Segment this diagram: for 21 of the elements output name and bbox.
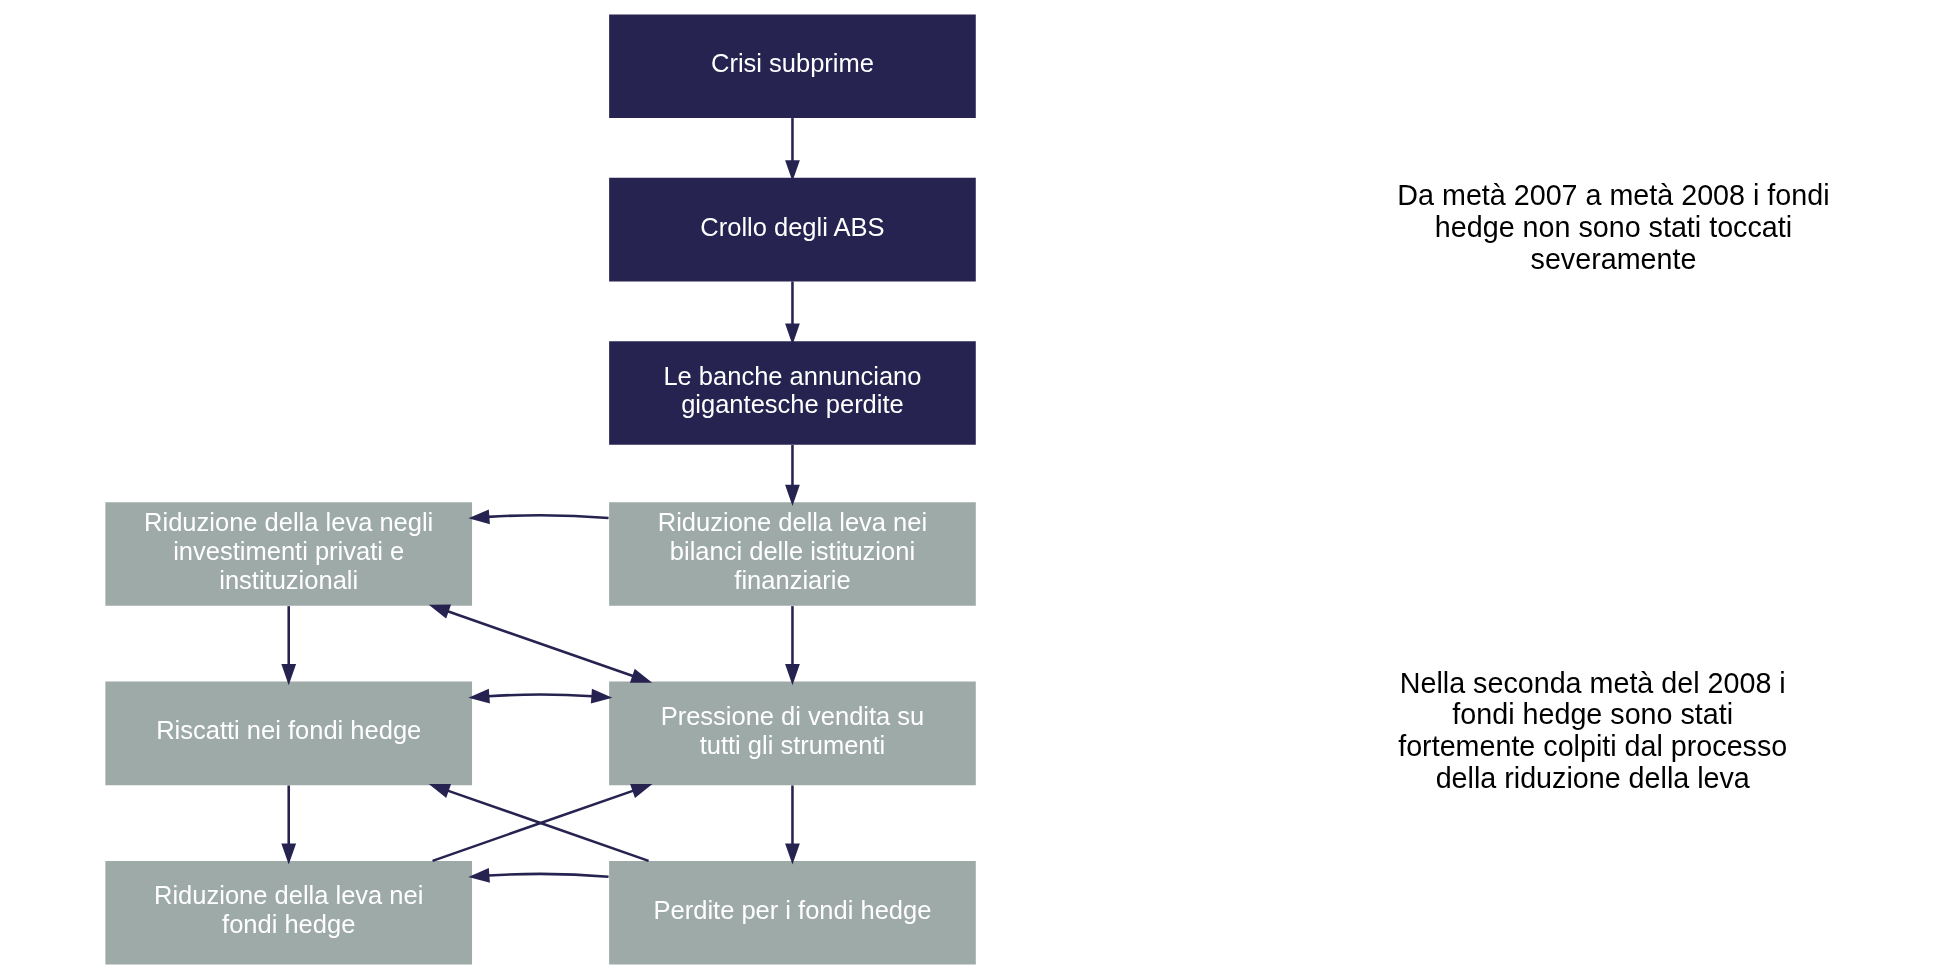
node-box: Riscatti nei fondi hedge <box>105 681 473 786</box>
arrow <box>428 604 653 683</box>
arrow <box>468 509 609 525</box>
node-box: Riduzione della leva nei fondi hedge <box>105 860 473 965</box>
node-box: Crollo degli ABS <box>609 177 976 282</box>
label: Da metà 2007 a metà 2008 i fondi hedge non sono stati toccati severamente <box>1397 178 1830 275</box>
arrow <box>785 281 800 345</box>
arrow <box>281 785 297 865</box>
label: Nella seconda metà del 2008 i fondi hedge sono stati fortemente colpiti dal processo della riduzione della leva <box>1398 666 1788 795</box>
node-box: Riduzione della leva nei bilanci delle istituzioni finanziarie <box>609 502 976 606</box>
node-box: Perdite per i fondi hedge <box>609 860 976 965</box>
node-box: Crisi subprime <box>609 14 976 119</box>
node-box: Riduzione della leva negli investimenti privati e instituzionali <box>105 502 473 606</box>
arrow <box>785 606 800 686</box>
node-box: Le banche annunciano gigantesche perdite <box>609 341 976 445</box>
arrow <box>785 445 800 506</box>
arrow <box>468 688 613 704</box>
node-box: Pressione di vendita su tutti gli strumenti <box>609 681 976 786</box>
arrow <box>785 785 800 865</box>
arrow <box>281 606 297 686</box>
arrow <box>468 868 609 883</box>
